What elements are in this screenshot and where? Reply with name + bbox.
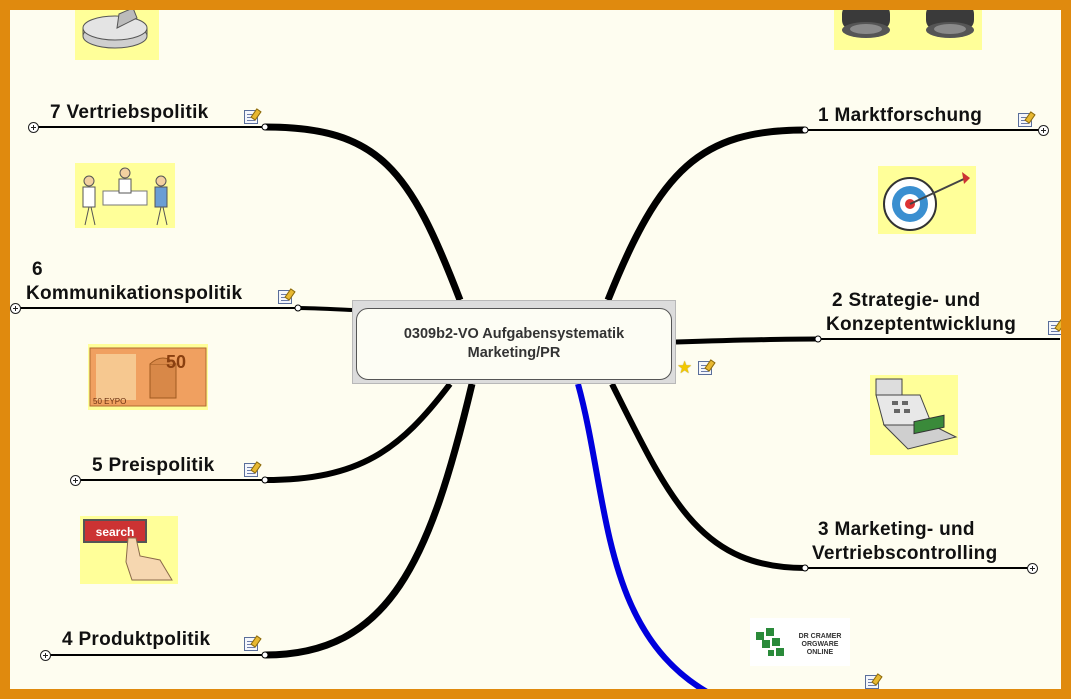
coins-image: [75, 10, 159, 60]
expand-icon[interactable]: [10, 303, 21, 314]
expand-icon[interactable]: [70, 475, 81, 486]
topic-marktforschung[interactable]: 1 Marktforschung: [818, 105, 983, 126]
topic-strategie-line1[interactable]: 2 Strategie- und: [832, 290, 981, 311]
central-topic[interactable]: 0309b2-VO Aufgabensystematik Marketing/P…: [352, 300, 676, 384]
central-topic-line1: 0309b2-VO Aufgabensystematik: [403, 326, 625, 342]
topic-vertriebspolitik[interactable]: 7 Vertriebspolitik: [50, 102, 209, 123]
search-button-text: search: [96, 525, 135, 539]
binoculars-image: [834, 10, 982, 50]
note-icon[interactable]: [244, 110, 258, 124]
logo-line3: ONLINE: [807, 649, 834, 656]
topic-kommunikation-line2[interactable]: Kommunikationspolitik: [26, 283, 243, 304]
central-topic-box[interactable]: 0309b2-VO Aufgabensystematik Marketing/P…: [356, 308, 672, 380]
topic-produktpolitik[interactable]: 4 Produktpolitik: [62, 629, 211, 650]
expand-icon[interactable]: [1038, 125, 1049, 136]
euro-label-text: 50 EYPO: [93, 397, 126, 406]
expand-icon[interactable]: [40, 650, 51, 661]
central-topic-line2: Marketing/PR: [467, 345, 561, 361]
topic-strategie-line2[interactable]: Konzeptentwicklung: [826, 314, 1017, 335]
branch-line-1: [607, 129, 1043, 301]
cash-register-image: [870, 375, 958, 455]
note-icon[interactable]: [278, 290, 292, 304]
topic-controlling-line2[interactable]: Vertriebscontrolling: [812, 543, 998, 564]
note-icon[interactable]: [1048, 321, 1061, 335]
expand-icon[interactable]: [1027, 563, 1038, 574]
note-icon[interactable]: [865, 675, 879, 689]
note-icon[interactable]: [698, 361, 712, 375]
star-icon: ★: [677, 358, 693, 377]
topic-preispolitik[interactable]: 5 Preispolitik: [92, 455, 215, 476]
topic-controlling-line1[interactable]: 3 Marketing- und: [818, 519, 975, 540]
topic-kommunikation-line1[interactable]: 6: [32, 259, 43, 280]
note-icon[interactable]: [1018, 113, 1032, 127]
search-button-image: search: [80, 516, 178, 584]
link-line: [575, 383, 709, 689]
logo-image: DR CRAMER ORGWARE ONLINE: [750, 618, 850, 666]
note-icon[interactable]: [244, 637, 258, 651]
logo-line2: ORGWARE: [802, 641, 839, 648]
expand-icon[interactable]: [28, 122, 39, 133]
euro-value-text: 50: [166, 352, 186, 372]
meeting-image: [75, 163, 175, 228]
note-icon[interactable]: [244, 463, 258, 477]
logo-line1: DR CRAMER: [799, 633, 842, 640]
euro-banknote-image: 50 50 EYPO: [88, 344, 208, 410]
target-image: [878, 166, 976, 234]
